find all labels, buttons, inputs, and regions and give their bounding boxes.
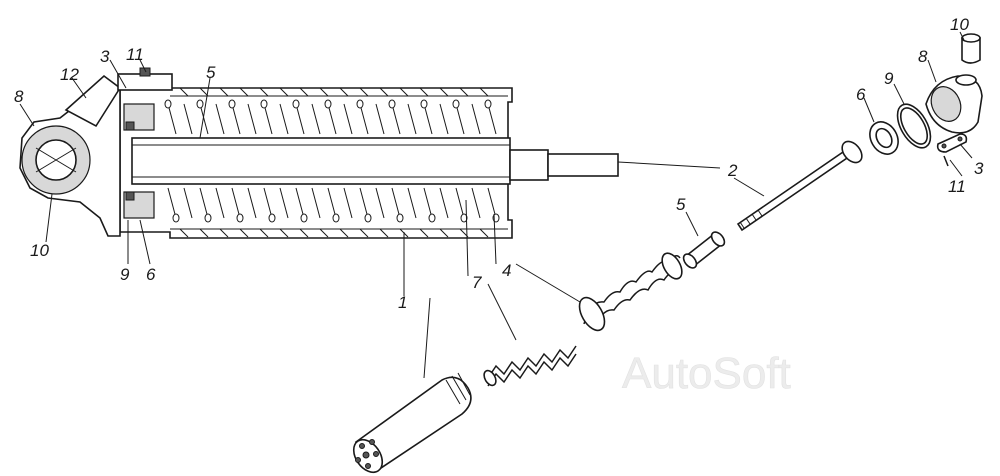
label-11-right: 11	[948, 177, 966, 196]
part-3-plate	[936, 133, 968, 153]
part-1-body	[352, 372, 472, 474]
label-7: 7	[472, 273, 482, 292]
label-9-left: 9	[120, 265, 130, 284]
part-11-pin	[943, 155, 949, 167]
label-11-left: 11	[126, 45, 144, 64]
label-3-right: 3	[974, 159, 984, 178]
label-8-left: 8	[14, 87, 24, 106]
assembled-cylinder	[19, 67, 619, 239]
part-8-eye-head	[925, 74, 983, 134]
label-3-left: 3	[100, 47, 110, 66]
label-12: 12	[60, 65, 79, 84]
part-9-ring	[896, 103, 932, 149]
part-7-inner-spring	[483, 345, 577, 387]
label-5-left: 5	[206, 63, 216, 82]
part-2-rod	[736, 140, 863, 232]
label-2: 2	[727, 161, 738, 180]
label-6-right: 6	[856, 85, 866, 104]
label-6-left: 6	[146, 265, 156, 284]
part-4-outer-spring	[578, 252, 683, 332]
part-5-sleeve	[682, 231, 726, 269]
part-10-bushing	[961, 33, 981, 64]
label-10-right: 10	[950, 15, 969, 34]
label-1: 1	[398, 293, 407, 312]
leader-lines	[19, 31, 973, 379]
label-9-right: 9	[884, 69, 894, 88]
watermark-text: AutoSoft	[622, 349, 791, 398]
label-4: 4	[502, 261, 511, 280]
part-6-seal	[869, 121, 899, 155]
label-8-right: 8	[918, 47, 928, 66]
label-10-left: 10	[30, 241, 49, 260]
label-5-right: 5	[676, 195, 686, 214]
